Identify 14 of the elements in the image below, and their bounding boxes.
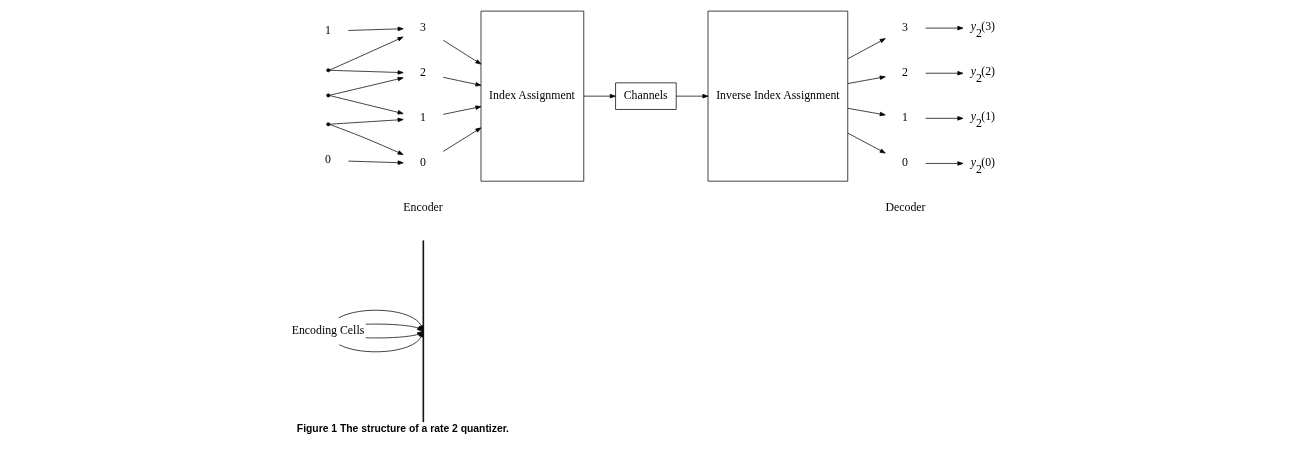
node-text: 0 — [419, 155, 426, 170]
label: Decoder — [885, 200, 926, 215]
node-text: Encoding Cells — [291, 323, 365, 338]
node-text: 0 — [324, 152, 331, 167]
node-text: 3 — [419, 19, 426, 34]
node-text: 1 — [419, 110, 426, 125]
node-text: 0 — [902, 155, 909, 170]
node-text: 3 — [902, 19, 909, 34]
label: Encoder — [403, 200, 443, 215]
node-text: 2 — [902, 65, 909, 80]
caption: Figure 1 The structure of a rate 2 quantizer. — [296, 423, 509, 435]
node-text: 1 — [324, 22, 331, 37]
node-text: 2 — [419, 65, 426, 80]
node-text: 1 — [902, 110, 909, 125]
